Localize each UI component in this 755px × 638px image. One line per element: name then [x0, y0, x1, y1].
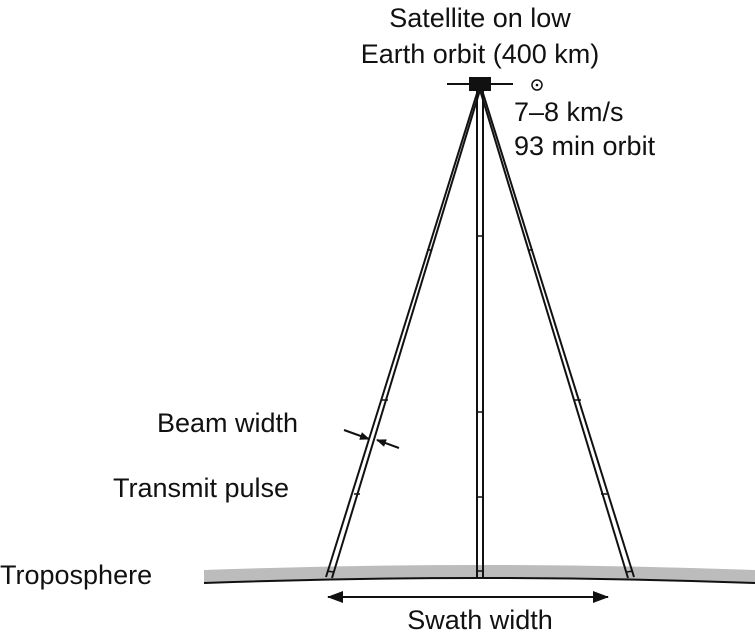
earth-surface-line	[203, 577, 755, 584]
transmit-pulse-label: Transmit pulse	[113, 473, 289, 503]
swath-width-label: Swath width	[407, 605, 553, 635]
troposphere-label: Troposphere	[0, 560, 152, 590]
speed-label: 7–8 km/s	[514, 97, 624, 127]
satellite-label-line2: Earth orbit (400 km)	[361, 39, 600, 69]
velocity-out-of-page-icon	[531, 79, 543, 91]
beam-width-arrow-left	[343, 429, 370, 440]
beam-center	[476, 90, 484, 577]
orbit-period-label: 93 min orbit	[514, 131, 656, 161]
satellite-icon	[447, 77, 513, 91]
satellite-label-line1: Satellite on low	[389, 3, 571, 33]
beam-width-arrow-right	[376, 439, 400, 449]
beam-width-label: Beam width	[157, 408, 298, 438]
beam-right	[479, 89, 635, 579]
beam-left	[325, 89, 481, 579]
